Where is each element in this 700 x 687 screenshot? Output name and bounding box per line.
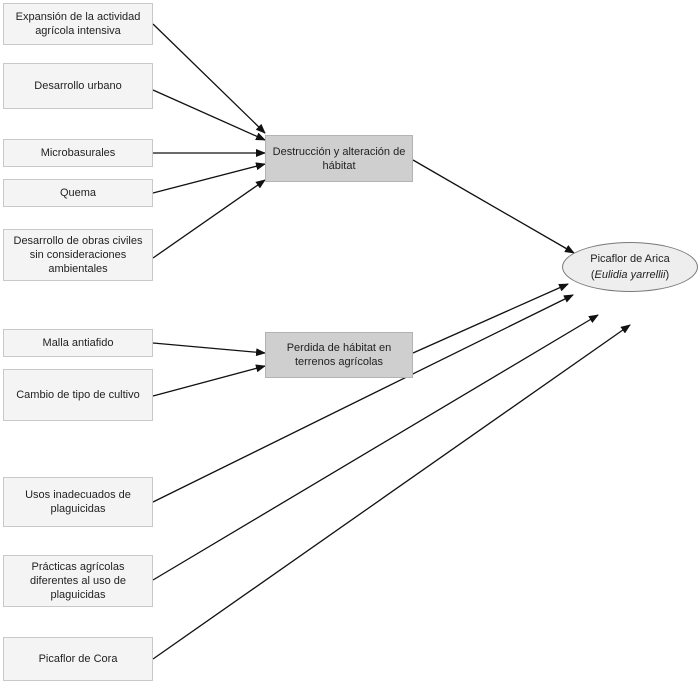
- cause-label: Desarrollo urbano: [34, 80, 122, 92]
- cause-label: Desarrollo de obras civiles sin consider…: [13, 235, 143, 275]
- cause-box-quema: Quema: [3, 179, 153, 207]
- cause-label: Malla antiafido: [42, 337, 114, 349]
- arrow-c4-to-m1: [152, 162, 266, 194]
- target-scientific-name: Eulidia yarrellii: [594, 269, 666, 281]
- target-paren-close: ): [665, 269, 670, 281]
- arrow-m2-to-target: [412, 283, 569, 354]
- cause-box-civil-works: Desarrollo de obras civiles sin consider…: [3, 229, 153, 281]
- arrow-c9-to-target: [152, 314, 599, 581]
- intermediate-label: Destrucción y alteración de hábitat: [272, 145, 406, 172]
- target-ellipse-picaflor-de-arica: Picaflor de Arica (Eulidia yarrellii): [562, 242, 698, 292]
- cause-box-urban-development: Desarrollo urbano: [3, 63, 153, 109]
- cause-box-picaflor-de-cora: Picaflor de Cora: [3, 637, 153, 681]
- arrow-c6-to-m2: [152, 342, 266, 357]
- cause-label: Prácticas agrícolas diferentes al uso de…: [29, 561, 126, 601]
- target-paren-open: (: [590, 269, 595, 281]
- cause-box-microbasurales: Microbasurales: [3, 139, 153, 167]
- cause-box-other-practices: Prácticas agrícolas diferentes al uso de…: [3, 555, 153, 607]
- cause-label: Quema: [59, 187, 97, 199]
- target-scientific-name-line: (Eulidia yarrellii): [591, 267, 669, 283]
- arrow-c1-to-m1: [152, 23, 266, 134]
- target-name: Picaflor de Arica: [590, 253, 670, 265]
- cause-label: Picaflor de Cora: [38, 653, 118, 665]
- cause-box-agricultural-expansion: Expansión de la actividad agrícola inten…: [3, 3, 153, 45]
- cause-box-malla-antiafido: Malla antiafido: [3, 329, 153, 357]
- arrow-c5-to-m1: [152, 179, 266, 259]
- arrow-m1-to-target: [412, 159, 575, 254]
- arrow-c7-to-m2: [152, 364, 266, 397]
- cause-label: Microbasurales: [40, 147, 116, 159]
- arrow-c8-to-target: [152, 294, 574, 503]
- cause-label: Expansión de la actividad agrícola inten…: [15, 11, 141, 37]
- cause-label: Usos inadecuados de plaguicidas: [25, 489, 131, 515]
- arrow-c10-to-target: [152, 324, 631, 660]
- intermediate-label: Perdida de hábitat en terrenos agrícolas: [286, 342, 392, 368]
- cause-box-crop-change: Cambio de tipo de cultivo: [3, 369, 153, 421]
- cause-box-pesticide-misuse: Usos inadecuados de plaguicidas: [3, 477, 153, 527]
- intermediate-box-habitat-loss-agricultural: Perdida de hábitat en terrenos agrícolas: [265, 332, 413, 378]
- cause-label: Cambio de tipo de cultivo: [16, 389, 140, 401]
- intermediate-box-habitat-destruction: Destrucción y alteración de hábitat: [265, 135, 413, 182]
- arrow-c2-to-m1: [152, 89, 266, 141]
